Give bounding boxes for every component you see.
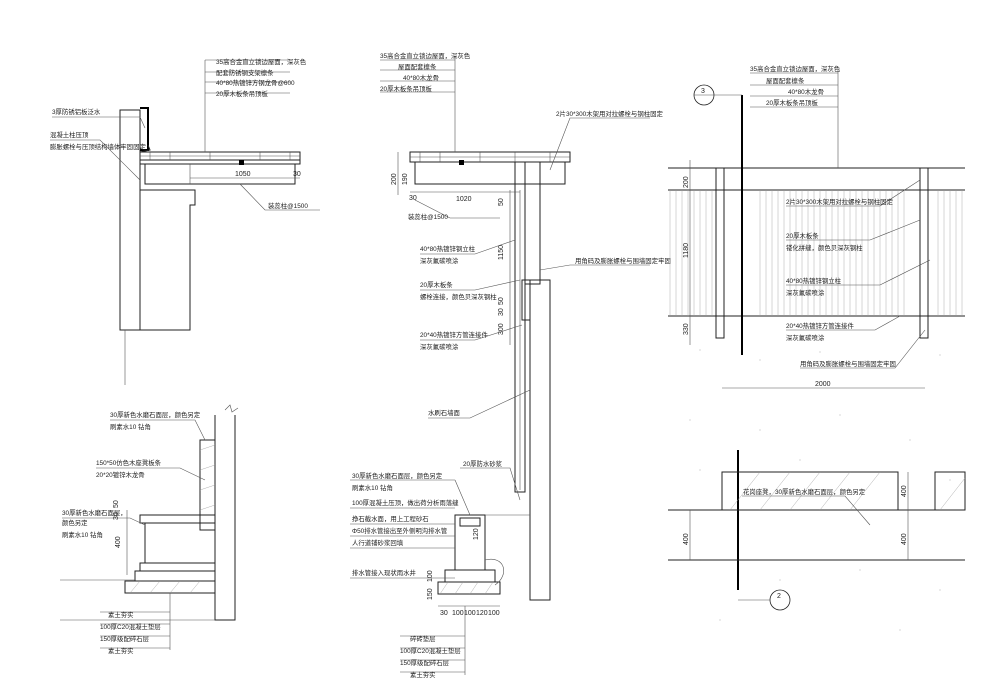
marker-3: 3 [701, 88, 705, 95]
mid-label-2: 40*80木龙骨 [403, 73, 439, 82]
mid-label-20: 人行道铺砂浆回填 [352, 538, 404, 547]
mid-dim-50: 50 [498, 198, 505, 206]
tl-label-bolt: 膨胀螺栓与压顶结构墙体牢固固定 [50, 142, 146, 151]
mid-label-25: 素土夯实 [410, 670, 436, 679]
rt-label-10: 深灰氟碳喷涂 [786, 333, 825, 342]
mid-dim-b3: 100 [464, 610, 476, 617]
mid-dim-200: 200 [391, 173, 398, 185]
mid-dim-190: 190 [402, 173, 409, 185]
rt-label-5: 20厚木板条 [786, 231, 819, 240]
bl-label-0: 30厚新色水磨石面层，颜色另定 [110, 410, 201, 419]
bl-label-7: 素土夯实 [108, 610, 134, 619]
rt-label-4: 2片30*300木架用对拉螺栓与钢柱固定 [786, 197, 893, 206]
mid-label-12: 用角码及膨胀螺栓与围墙固定牢固 [575, 256, 671, 265]
bl-dim-50: 50 [113, 500, 120, 508]
rt-label-2: 40*80木龙骨 [788, 87, 824, 96]
bl-dim-400: 400 [115, 536, 122, 548]
bl-label-8: 100厚C20混凝土垫层 [100, 622, 161, 631]
mid-dim-100: 100 [427, 570, 434, 582]
rt-label-1: 屋面配套檩条 [766, 76, 805, 85]
tl-label-keel: 40*80热镀锌方钢龙骨@600 [216, 78, 295, 87]
rt-dim-330: 330 [683, 323, 690, 335]
mid-label-0: 35高合金直立锁边屋面，深灰色 [380, 51, 471, 60]
rt-label-12: 花岗座凳，30厚新色水磨石面层，颜色另定 [743, 487, 866, 496]
middle-elevation-section: 1020 200 190 30 50 1150 30 50 300 120 10… [350, 51, 671, 679]
mid-label-21: 排水管接入现状雨水井 [352, 568, 417, 577]
mid-label-10: 20*40热镀锌方管连接件 [420, 330, 488, 339]
mid-label-9: 螺栓连接，颜色贝深灰钢柱 [420, 292, 497, 301]
bl-label-1: 刷素水10 钻角 [110, 422, 151, 431]
rt-label-6: 镂化拼缝，颜色贝深灰钢柱 [786, 243, 863, 252]
marker-2: 2 [777, 593, 781, 600]
rt-label-11: 用角码及膨胀螺栓与围墙固定牢固 [800, 359, 896, 368]
mid-label-3: 20厚木板条吊顶板 [380, 84, 432, 93]
rt-dim-400a: 400 [901, 485, 908, 497]
tl-label-roof: 35高合金直立锁边屋面，深灰色 [216, 57, 307, 66]
bl-label-9: 150厚级配碎石层 [100, 634, 150, 643]
mid-label-4: 2片30*300木架用对拉螺栓与钢柱固定 [556, 109, 663, 118]
top-left-roof-section: 1050 30 35高合金直立锁边屋面，深灰色 配套防锈钢支架檩条 40*80热… [50, 57, 320, 385]
mid-label-22: 碎砖垫层 [410, 634, 436, 643]
mid-label-11: 深灰氟碳喷涂 [420, 342, 459, 351]
rt-dim-200: 200 [683, 176, 690, 188]
bottom-left-bench-section: 30 50 400 30厚新色水磨石面层，颜色另定 刷素水10 钻角 150*5… [60, 404, 239, 655]
mid-dim-b1: 30 [440, 610, 448, 617]
rt-dim-400b: 400 [901, 533, 908, 545]
mid-label-5: 装蕊柱@1500 [408, 212, 448, 221]
tl-label-purlin: 配套防锈钢支架檩条 [216, 68, 274, 77]
bl-label-6: 刷素水10 钻角 [62, 530, 103, 539]
tl-label-cap: 混凝土柱压顶 [50, 130, 89, 139]
rt-label-8: 深灰氟碳喷涂 [786, 288, 825, 297]
rt-dim-400c: 400 [683, 533, 690, 545]
mid-dim-30b: 30 [498, 308, 505, 316]
mid-label-16: 刷素水10 钻角 [352, 483, 393, 492]
mid-dim-1150: 1150 [498, 245, 505, 260]
bl-label-5: 颜色另定 [62, 518, 88, 527]
mid-label-7: 深灰氟碳喷涂 [420, 256, 459, 265]
bl-label-2: 150*50仿色木座凳板条 [96, 458, 162, 467]
rt-dim-2000: 2000 [815, 381, 831, 388]
mid-label-14: 20厚防水砂浆 [463, 459, 503, 468]
mid-dim-150: 150 [427, 588, 434, 600]
mid-dim-1020: 1020 [456, 196, 472, 203]
tl-note-column: 装蕊柱@1500 [268, 201, 308, 210]
mid-label-6: 40*80热镀锌钢立柱 [420, 244, 476, 253]
mid-dim-50b: 50 [498, 297, 505, 305]
mid-dim-30: 30 [409, 195, 417, 202]
mid-label-13: 水刷石墙面 [428, 408, 461, 417]
rt-dim-1180: 1180 [683, 243, 690, 258]
rt-label-7: 40*80热镀锌钢立柱 [786, 276, 842, 285]
bl-dim-30: 30 [113, 512, 120, 520]
rt-label-0: 35高合金直立锁边屋面，深灰色 [750, 64, 841, 73]
mid-dim-b2: 100 [452, 610, 464, 617]
mid-dim-b5: 100 [488, 610, 500, 617]
mid-label-17: 100厚混凝土压顶，做出荷分析雨落缝 [352, 498, 459, 507]
tl-label-flashing: 3厚防锈铝板泛水 [52, 107, 101, 116]
bl-label-4: 30厚新色水磨石面层， [62, 508, 127, 517]
mid-label-8: 20厚木板条 [420, 280, 453, 289]
rt-label-3: 20厚木板条吊顶板 [766, 98, 818, 107]
right-front-elevation: 3 2 200 1180 330 2000 400 400 400 35高合 [668, 64, 966, 631]
mid-dim-300: 300 [498, 323, 505, 335]
bl-label-10: 素土夯实 [108, 646, 134, 655]
bl-label-3: 20*20镀锌木龙骨 [96, 470, 145, 479]
mid-label-1: 屋面配套檩条 [398, 62, 437, 71]
mid-label-18: 挣石截水面，用上工程砂石 [352, 514, 429, 523]
rt-label-9: 20*40热镀锌方管连接件 [786, 321, 854, 330]
dim-1050: 1050 [235, 171, 251, 178]
dim-30: 30 [293, 171, 301, 178]
tl-label-ceiling: 20厚木板条吊顶板 [216, 89, 268, 98]
mid-label-24: 150厚级配碎石层 [400, 658, 450, 667]
mid-label-23: 100厚C20混凝土垫层 [400, 646, 461, 655]
mid-label-15: 30厚新色水磨石面层，颜色另定 [352, 471, 443, 480]
mid-dim-b4: 120 [476, 610, 488, 617]
mid-label-19: Φ50排水管接出至外侧明沟排水管 [352, 526, 447, 535]
mid-dim-120: 120 [473, 528, 480, 540]
